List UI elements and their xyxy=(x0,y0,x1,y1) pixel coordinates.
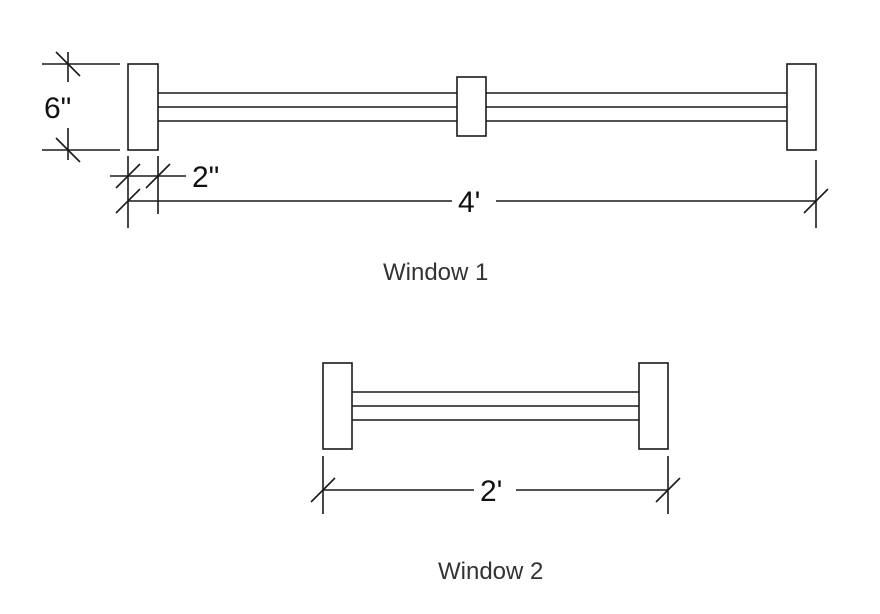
window-1-center-post xyxy=(456,76,487,137)
window-2-length-dimension: 2' xyxy=(310,456,681,514)
window-1-right-post xyxy=(786,63,817,151)
window-1-post-width-dimension: 2" xyxy=(110,156,219,228)
window-1-caption: Window 1 xyxy=(383,259,488,286)
window-1-length-dimension: 4' xyxy=(115,160,829,228)
height-tick-bottom xyxy=(55,137,81,163)
height-label: 6" xyxy=(44,92,71,125)
w2-tick-left xyxy=(310,477,336,503)
post-width-label: 2" xyxy=(192,161,219,194)
window-2-left-post xyxy=(322,362,353,450)
window-1-left-post xyxy=(127,63,159,151)
w2-tick-right xyxy=(655,477,681,503)
height-tick-top xyxy=(55,51,81,77)
post-width-tick-left xyxy=(115,163,141,189)
window-1-drawing xyxy=(127,63,817,151)
window-2-right-post xyxy=(638,362,669,450)
window-2-drawing xyxy=(322,362,669,450)
length-tick-right xyxy=(803,188,829,214)
window-1-height-dimension: 6" xyxy=(42,51,120,163)
window-2-caption: Window 2 xyxy=(438,558,543,585)
length-tick-left xyxy=(115,188,141,214)
length-label: 4' xyxy=(458,186,480,219)
w2-length-label: 2' xyxy=(480,475,502,508)
post-width-tick-right xyxy=(145,163,171,189)
